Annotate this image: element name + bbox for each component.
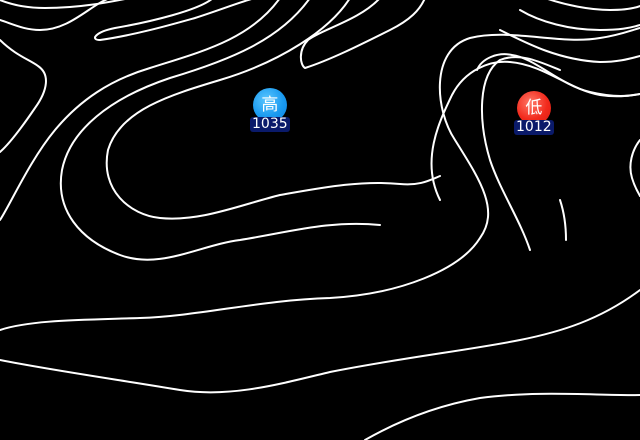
isobar-line [481,56,561,251]
isobar-line [0,39,47,153]
high-pressure-marker[interactable]: 高 1035 [250,88,290,132]
isobar-line [364,392,640,440]
isobar-line [0,0,108,31]
isobar-line [0,0,280,221]
low-pressure-value: 1012 [514,119,554,135]
isobar-line [519,9,640,31]
low-pressure-marker[interactable]: 低 1012 [514,91,554,135]
isobar-line [0,27,640,331]
isobar-line [59,0,381,261]
isobar-line [559,199,567,241]
isobar-line [547,0,640,11]
high-pressure-value: 1035 [250,116,290,132]
low-pressure-icon: 低 [516,91,551,125]
isobar-line [476,53,640,97]
isobar-line [0,289,640,394]
isobar-line [94,0,252,41]
isobar-line [105,0,441,220]
isobar-line [299,0,426,69]
isobar-line [0,0,126,9]
isobar-line [499,29,640,63]
high-pressure-icon: 高 [252,88,287,122]
isobar-line [629,139,640,197]
